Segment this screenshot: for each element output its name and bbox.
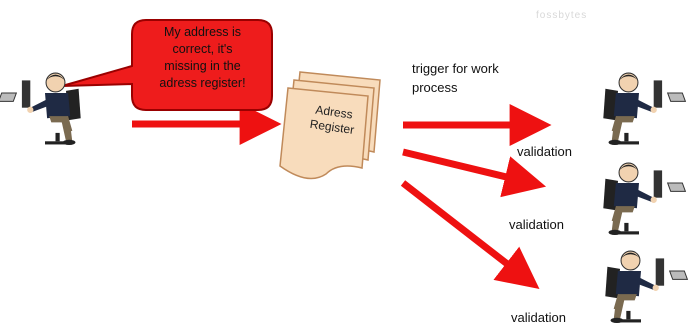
- person-at-computer-icon: [604, 250, 688, 324]
- address-register-document: [279, 71, 381, 180]
- bubble-line: adress register!: [159, 76, 246, 90]
- validation-label-3: validation: [511, 310, 566, 325]
- speech-bubble: [61, 19, 273, 111]
- bubble-line: My address is: [163, 25, 242, 39]
- bubble-line: correct, it's: [172, 42, 233, 56]
- speech-bubble-text: My address is correct, it's missing in t…: [140, 24, 265, 92]
- bubble-line: missing in the: [164, 59, 241, 73]
- watermark: fossbytes: [536, 10, 588, 21]
- person-at-computer-icon: [602, 162, 686, 236]
- person-at-computer-icon: [602, 72, 686, 146]
- validation-label-2: validation: [509, 217, 564, 232]
- validation-label-1: validation: [517, 144, 572, 159]
- arrow-trigger-2: [402, 148, 547, 198]
- trigger-label-line1: trigger for work: [412, 61, 499, 76]
- arrow-trigger-3: [400, 180, 540, 290]
- trigger-label-line2: process: [412, 80, 458, 95]
